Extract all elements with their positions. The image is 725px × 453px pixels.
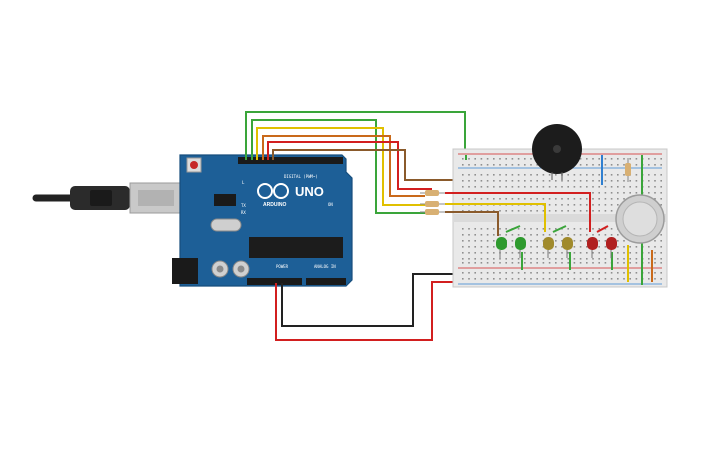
gas-sensor[interactable] (615, 194, 665, 244)
arduino-uno-board[interactable]: UNO ARDUINO DIGITAL (PWM~) POWER ANALOG … (172, 154, 353, 287)
wire-yellow[interactable] (256, 127, 432, 206)
board-model: UNO (295, 184, 324, 199)
power-header-label: POWER (276, 264, 289, 269)
crystal (210, 218, 242, 232)
l-label: L (242, 180, 245, 185)
digital-header-label: DIGITAL (PWM~) (284, 174, 318, 179)
usb-cable[interactable] (32, 182, 183, 214)
wire-yellow-led[interactable] (445, 203, 546, 232)
led-red-2[interactable] (606, 237, 617, 258)
power-header[interactable] (247, 278, 302, 285)
piezo-buzzer[interactable] (532, 124, 582, 180)
resistor-1[interactable] (420, 190, 445, 196)
wire-green-2[interactable] (251, 119, 432, 214)
arduino-logo-icon (257, 183, 289, 199)
on-label: ON (328, 202, 333, 207)
led-yellow-2[interactable] (562, 237, 573, 258)
led-red-1[interactable] (587, 237, 598, 258)
wire-brown-led[interactable] (445, 211, 499, 236)
power-jack[interactable] (172, 258, 198, 284)
wires (245, 111, 466, 341)
analog-header-label: ANALOG IN (314, 264, 336, 269)
wire-green-1[interactable] (245, 111, 466, 160)
analog-header[interactable] (306, 278, 346, 285)
resistor-2[interactable] (420, 201, 445, 207)
wire-red-led[interactable] (445, 192, 591, 232)
led-yellow-1[interactable] (543, 237, 554, 258)
tx-label: TX (241, 203, 246, 208)
resistor-3[interactable] (420, 209, 445, 215)
resistors (420, 158, 631, 215)
resistor-4[interactable] (625, 158, 631, 182)
wire-red-5v[interactable] (275, 281, 466, 341)
led-green-2[interactable] (515, 237, 526, 258)
rx-label: RX (241, 210, 246, 215)
digital-header[interactable] (238, 157, 343, 164)
led-green-1[interactable] (496, 237, 507, 258)
board-brand: ARDUINO (263, 202, 286, 208)
leds (496, 225, 617, 258)
wire-brown[interactable] (272, 149, 454, 181)
wire-red-digital[interactable] (267, 141, 432, 190)
wire-orange[interactable] (262, 135, 425, 197)
wire-black-gnd[interactable] (281, 273, 466, 327)
atmega-chip (249, 237, 343, 258)
